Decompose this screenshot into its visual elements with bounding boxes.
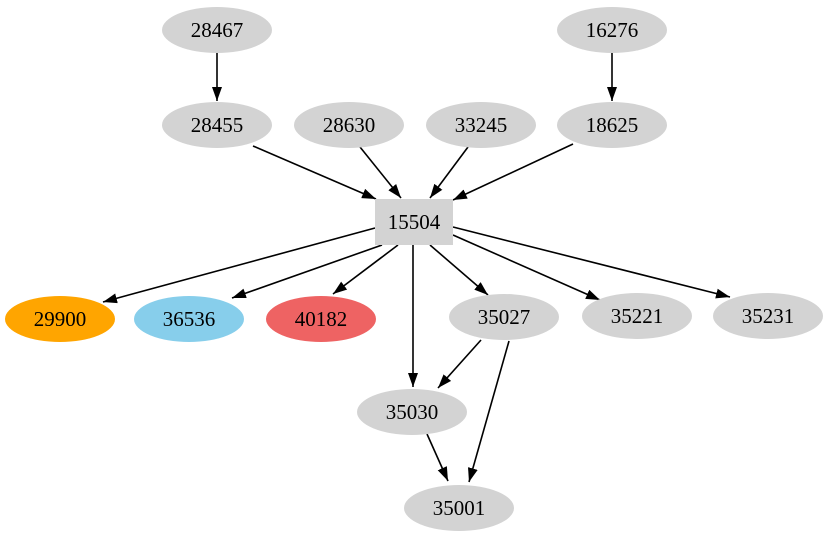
node-33245-shape <box>426 102 536 148</box>
node-28467: 28467 <box>162 7 272 53</box>
node-16276-label: 16276 <box>586 18 639 42</box>
node-15504-shape <box>375 199 453 245</box>
node-35030-shape <box>357 389 467 435</box>
node-35027: 35027 <box>449 294 559 340</box>
edge-15504-35221 <box>452 234 601 301</box>
edge-15504-35027 <box>429 244 489 296</box>
node-28455: 28455 <box>162 102 272 148</box>
node-35030-label: 35030 <box>386 400 439 424</box>
node-35027-label: 35027 <box>478 305 531 329</box>
node-28455-shape <box>162 102 272 148</box>
node-16276: 16276 <box>557 7 667 53</box>
node-40182-shape <box>266 296 376 342</box>
edge-28455-15504 <box>252 145 377 200</box>
node-35231-label: 35231 <box>742 304 795 328</box>
node-33245-label: 33245 <box>455 113 508 137</box>
node-33245: 33245 <box>426 102 536 148</box>
node-35221: 35221 <box>582 293 692 339</box>
edge-15504-40182 <box>332 244 399 295</box>
edge-35027-35001 <box>468 340 510 483</box>
node-35001: 35001 <box>404 485 514 531</box>
node-40182: 40182 <box>266 296 376 342</box>
node-35001-label: 35001 <box>433 496 486 520</box>
edge-15504-35231 <box>452 226 731 299</box>
node-35001-shape <box>404 485 514 531</box>
node-16276-shape <box>557 7 667 53</box>
node-layer: 28467 16276 28455 28630 33245 18625 1550… <box>5 7 823 531</box>
node-28630-label: 28630 <box>323 113 376 137</box>
node-18625-label: 18625 <box>586 113 639 137</box>
node-28630-shape <box>294 102 404 148</box>
edge-28630-15504 <box>359 146 402 199</box>
node-28455-label: 28455 <box>191 113 244 137</box>
node-18625: 18625 <box>557 102 667 148</box>
node-18625-shape <box>557 102 667 148</box>
edge-15504-29900 <box>102 227 376 304</box>
node-35221-shape <box>582 293 692 339</box>
edge-layer <box>102 53 731 483</box>
node-29900: 29900 <box>5 296 115 342</box>
node-15504-label: 15504 <box>388 210 441 234</box>
edge-15504-36536 <box>231 244 383 299</box>
node-15504: 15504 <box>375 199 453 245</box>
node-28467-shape <box>162 7 272 53</box>
node-29900-shape <box>5 296 115 342</box>
node-40182-label: 40182 <box>295 307 348 331</box>
node-35027-shape <box>449 294 559 340</box>
edge-33245-15504 <box>429 146 469 199</box>
edge-18625-15504 <box>452 143 574 201</box>
node-36536: 36536 <box>134 296 244 342</box>
node-35231-shape <box>713 293 823 339</box>
node-28467-label: 28467 <box>191 18 244 42</box>
node-36536-shape <box>134 296 244 342</box>
node-35221-label: 35221 <box>611 304 664 328</box>
edge-35027-35030 <box>437 339 482 389</box>
node-35231: 35231 <box>713 293 823 339</box>
node-35030: 35030 <box>357 389 467 435</box>
node-36536-label: 36536 <box>163 307 216 331</box>
node-28630: 28630 <box>294 102 404 148</box>
edge-35030-35001 <box>426 433 449 482</box>
node-29900-label: 29900 <box>34 307 87 331</box>
